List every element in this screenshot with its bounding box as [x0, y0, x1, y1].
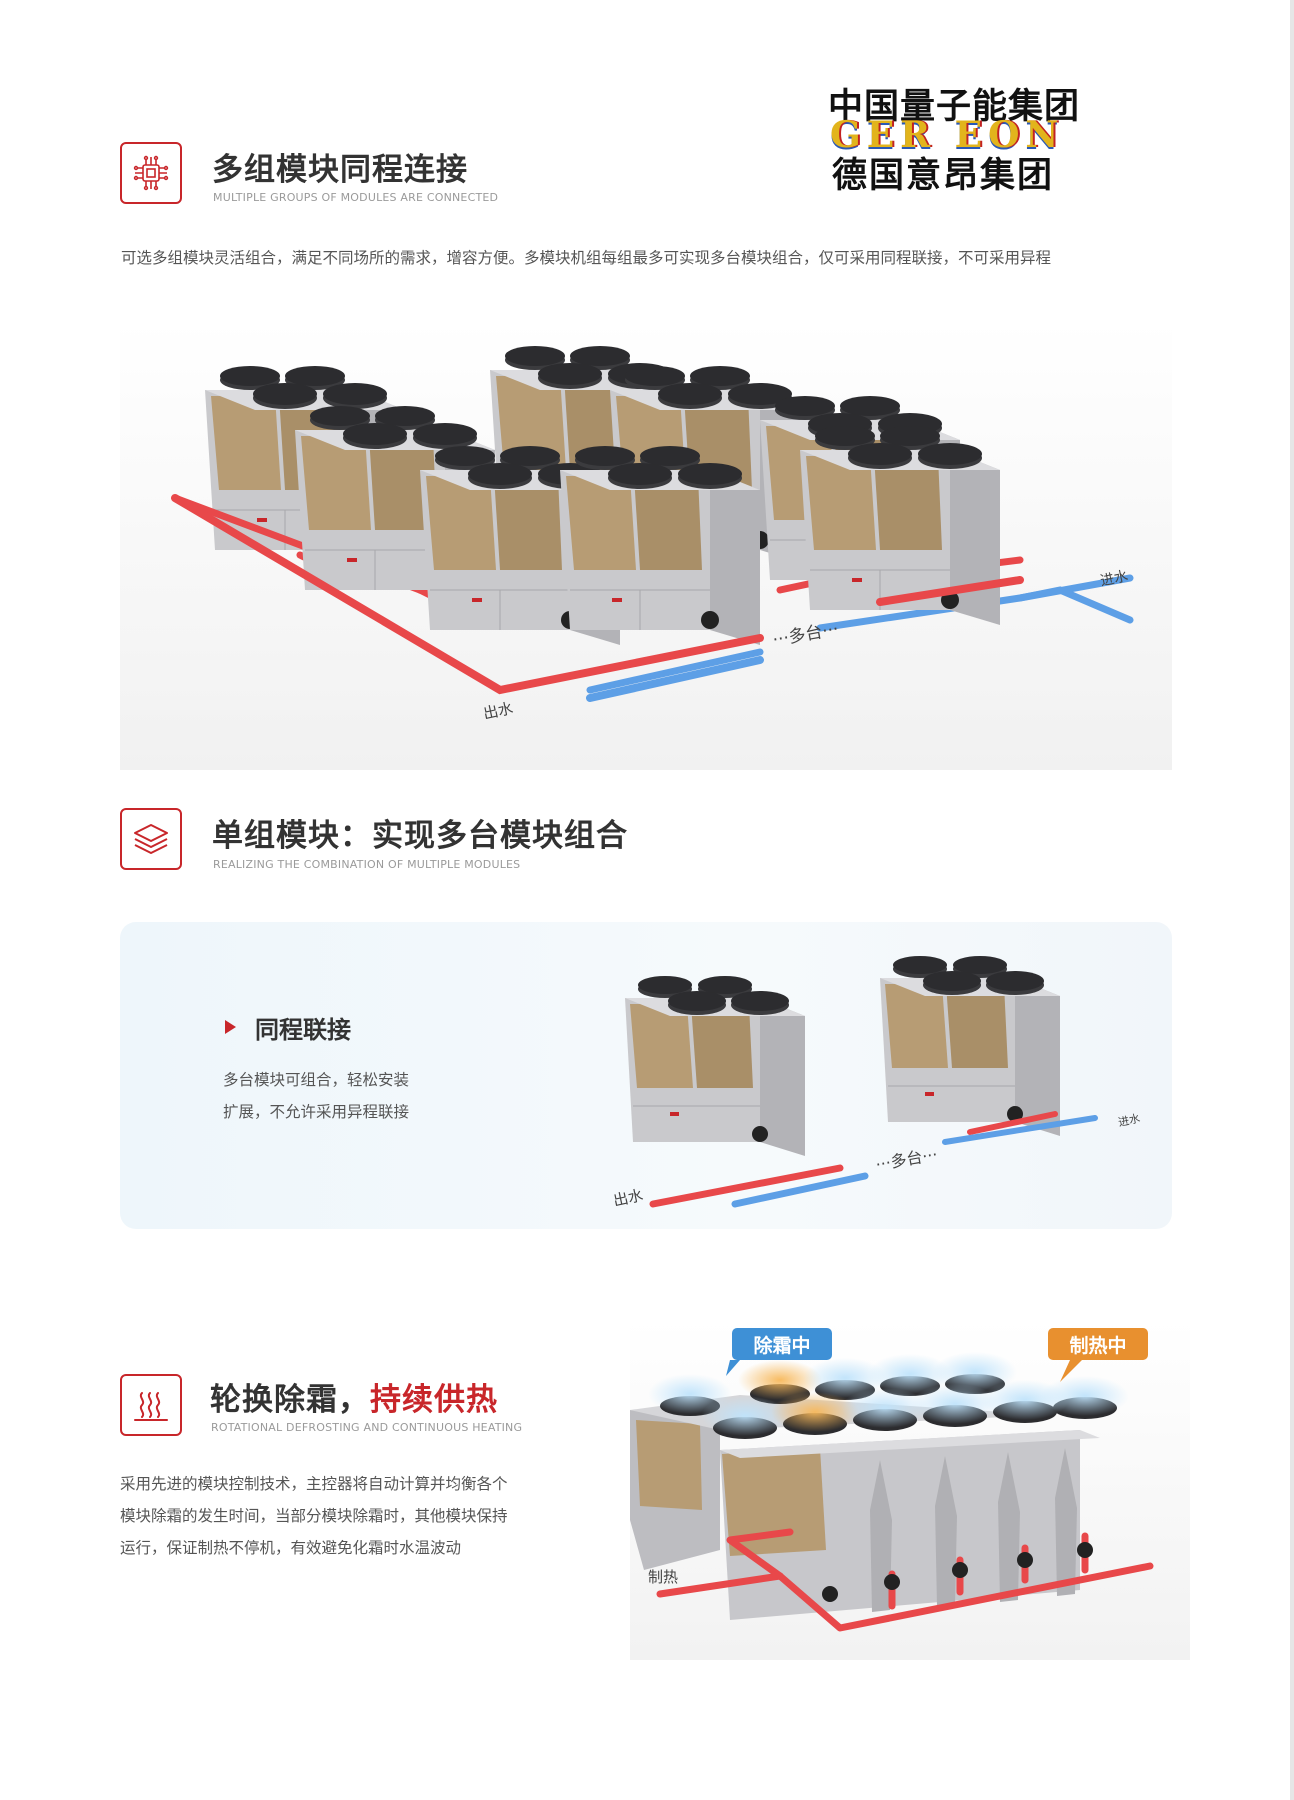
heat-waves-icon: [120, 1374, 182, 1436]
section3-line2: 模块除霜的发生时间，当部分模块除霜时，其他模块保持: [120, 1507, 508, 1525]
same-path-connection-panel: 同程联接 多台模块可组合，轻松安装 扩展，不允许采用异程联接: [120, 922, 1172, 1229]
brand-name-cn: 中国量子能集团: [828, 87, 1081, 127]
section3-line1: 采用先进的模块控制技术，主控器将自动计算并均衡各个: [120, 1475, 508, 1493]
layers-icon: [120, 808, 182, 870]
single-group-diagram: 出水 进水 ···多台···: [575, 942, 1155, 1222]
section3-subtitle: ROTATIONAL DEFROSTING AND CONTINUOUS HEA…: [211, 1421, 523, 1434]
heating-badge: 制热中: [1048, 1328, 1148, 1360]
section1-title: 多组模块同程连接: [212, 152, 468, 188]
panel-heading: 同程联接: [255, 1016, 351, 1044]
section3-line3: 运行，保证制热不停机，有效避免化霜时水温波动: [120, 1539, 462, 1557]
page-edge: [1290, 0, 1294, 1800]
panel-line2: 扩展，不允许采用异程联接: [223, 1103, 410, 1121]
section3-title-highlight: 持续供热: [370, 1382, 498, 1418]
chip-icon: [120, 142, 182, 204]
section1-description: 可选多组模块灵活组合，满足不同场所的需求，增容方便。多模块机组每组最多可实现多台…: [121, 249, 1052, 267]
bullet-triangle-icon: [225, 1020, 236, 1034]
section3-title-main: 轮换除霜，: [210, 1382, 370, 1418]
multi-group-diagram: 出水 进水 ···多台···: [120, 320, 1172, 770]
section2-title: 单组模块：实现多台模块组合: [212, 818, 628, 854]
section3-title: 轮换除霜，持续供热: [210, 1374, 498, 1419]
brand-name-cn-secondary: 德国意昂集团: [832, 156, 1055, 196]
section2-subtitle: REALIZING THE COMBINATION OF MULTIPLE MO…: [213, 858, 521, 871]
panel-line1: 多台模块可组合，轻松安装: [223, 1071, 410, 1089]
heating-label: 制热: [648, 1568, 679, 1586]
brand-name-en: GER EON: [830, 114, 1065, 156]
rotational-defrost-diagram: 除霜中 制热中 制热: [630, 1320, 1190, 1660]
defrosting-badge: 除霜中: [732, 1328, 832, 1360]
section1-subtitle: MULTIPLE GROUPS OF MODULES ARE CONNECTED: [213, 191, 499, 204]
